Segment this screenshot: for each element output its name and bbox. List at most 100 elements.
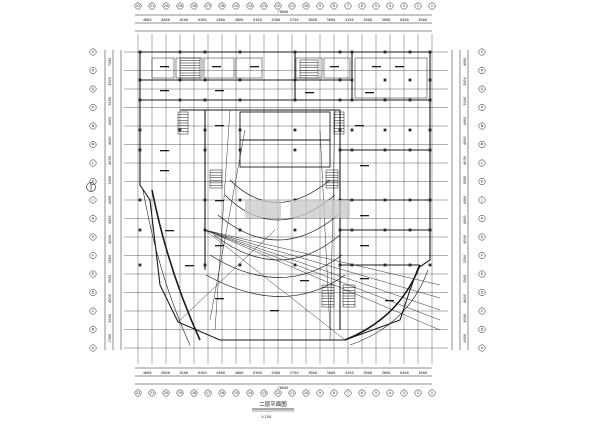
axis-bubble-left: D (89, 289, 97, 296)
svg-text:15: 15 (234, 391, 238, 395)
svg-text:A: A (92, 346, 95, 350)
axis-bubble-top: 4 (386, 2, 394, 10)
svg-text:21: 21 (150, 391, 154, 395)
dimension-text-bottom: 3800 (308, 371, 317, 375)
column (383, 98, 387, 102)
dimension-text-bottom: 5450 (345, 371, 354, 375)
column (428, 148, 432, 152)
column (293, 228, 297, 232)
room-label-mark (160, 90, 169, 92)
column (293, 98, 297, 102)
svg-text:M: M (92, 143, 95, 147)
dimension-text-bottom: 6300 (253, 371, 262, 375)
column (203, 198, 207, 202)
svg-text:18: 18 (192, 4, 196, 8)
svg-text:9: 9 (319, 4, 321, 8)
axis-bubble-top: 20 (162, 2, 170, 10)
axis-bubble-top: 9 (316, 2, 324, 10)
axis-bubble-top: 5 (372, 2, 380, 10)
room-label-mark (215, 200, 224, 202)
room-label-mark (385, 300, 394, 302)
column (203, 128, 207, 132)
dimension-text-right: 4000 (463, 294, 467, 303)
column (138, 148, 142, 152)
building-outline (139, 51, 431, 341)
axis-bubble-top: 17 (204, 2, 212, 10)
stair (342, 284, 356, 308)
dimension-text-top: 3800 (308, 18, 317, 22)
svg-text:J: J (481, 198, 483, 202)
dimension-text-top: 4800 (235, 18, 244, 22)
svg-text:15: 15 (234, 4, 238, 8)
dimension-text-top: 3600 (327, 18, 336, 22)
svg-text:3: 3 (403, 4, 405, 8)
axis-bubble-top: 11 (288, 2, 296, 10)
room-label-mark (270, 310, 279, 312)
svg-text:5: 5 (375, 391, 377, 395)
column (203, 263, 207, 267)
svg-text:J: J (92, 198, 94, 202)
svg-text:B: B (92, 328, 95, 332)
svg-text:11: 11 (290, 4, 294, 8)
svg-text:5: 5 (375, 4, 377, 8)
dimension-text-bottom: 3600 (327, 371, 336, 375)
svg-text:1: 1 (431, 4, 433, 8)
axis-bubble-right: F (478, 252, 486, 259)
svg-text:20: 20 (164, 391, 168, 395)
column (350, 50, 354, 54)
svg-text:G: G (481, 235, 484, 239)
axis-bubble-bottom: 15 (232, 389, 240, 397)
svg-text:14: 14 (248, 391, 252, 395)
axis-bubble-left: C (89, 307, 97, 315)
dimension-text-left: 3500 (108, 77, 112, 86)
svg-text:19: 19 (178, 391, 182, 395)
bottom-dimension-lines (135, 367, 432, 385)
axis-bubble-bottom: 12 (274, 389, 282, 397)
axis-bubble-top: 22 (134, 2, 142, 10)
column (293, 148, 297, 152)
axis-bubble-bottom: 10 (302, 389, 310, 397)
stair (333, 111, 345, 135)
svg-text:F: F (92, 254, 94, 258)
axis-bubble-left: B (89, 326, 97, 333)
svg-text:C: C (92, 309, 95, 313)
dimension-text-bottom: 8100 (180, 371, 189, 375)
dimension-text-top: 4800 (143, 18, 152, 22)
room-label-mark (215, 125, 224, 127)
svg-text:7: 7 (347, 391, 349, 395)
column (293, 78, 297, 82)
column (383, 148, 387, 152)
column (350, 98, 354, 102)
dimension-text-left: 4000 (108, 117, 112, 126)
axis-bubble-top: 21 (148, 2, 156, 10)
column (428, 50, 432, 54)
axis-bubble-top: 1 (428, 2, 436, 10)
column (203, 78, 207, 82)
dimension-text-left: 4000 (108, 215, 112, 224)
column (338, 263, 342, 267)
column (350, 198, 354, 202)
dimension-text-left: 4000 (108, 156, 112, 165)
svg-text:8: 8 (333, 391, 335, 395)
svg-text:P: P (481, 106, 483, 110)
dimension-text-left: 3500 (108, 255, 112, 264)
svg-text:L: L (481, 161, 483, 165)
axis-bubble-bottom: 21 (148, 389, 156, 397)
axis-bubble-top: 15 (232, 2, 240, 10)
stage (239, 111, 331, 168)
dimension-text-right: 4000 (463, 215, 467, 224)
axis-bubble-top: 12 (274, 2, 282, 10)
svg-text:P: P (92, 106, 94, 110)
axis-bubble-bottom: 3 (400, 389, 408, 397)
svg-text:2: 2 (417, 391, 419, 395)
axis-bubble-left: K (89, 178, 97, 185)
axis-bubble-top: 14 (246, 2, 254, 10)
dimension-text-bottom: 3600 (363, 371, 372, 375)
dimension-text-left: 4000 (108, 235, 112, 244)
svg-text:D: D (92, 291, 95, 295)
axis-bubble-top: 10 (302, 2, 310, 10)
column (383, 78, 387, 82)
